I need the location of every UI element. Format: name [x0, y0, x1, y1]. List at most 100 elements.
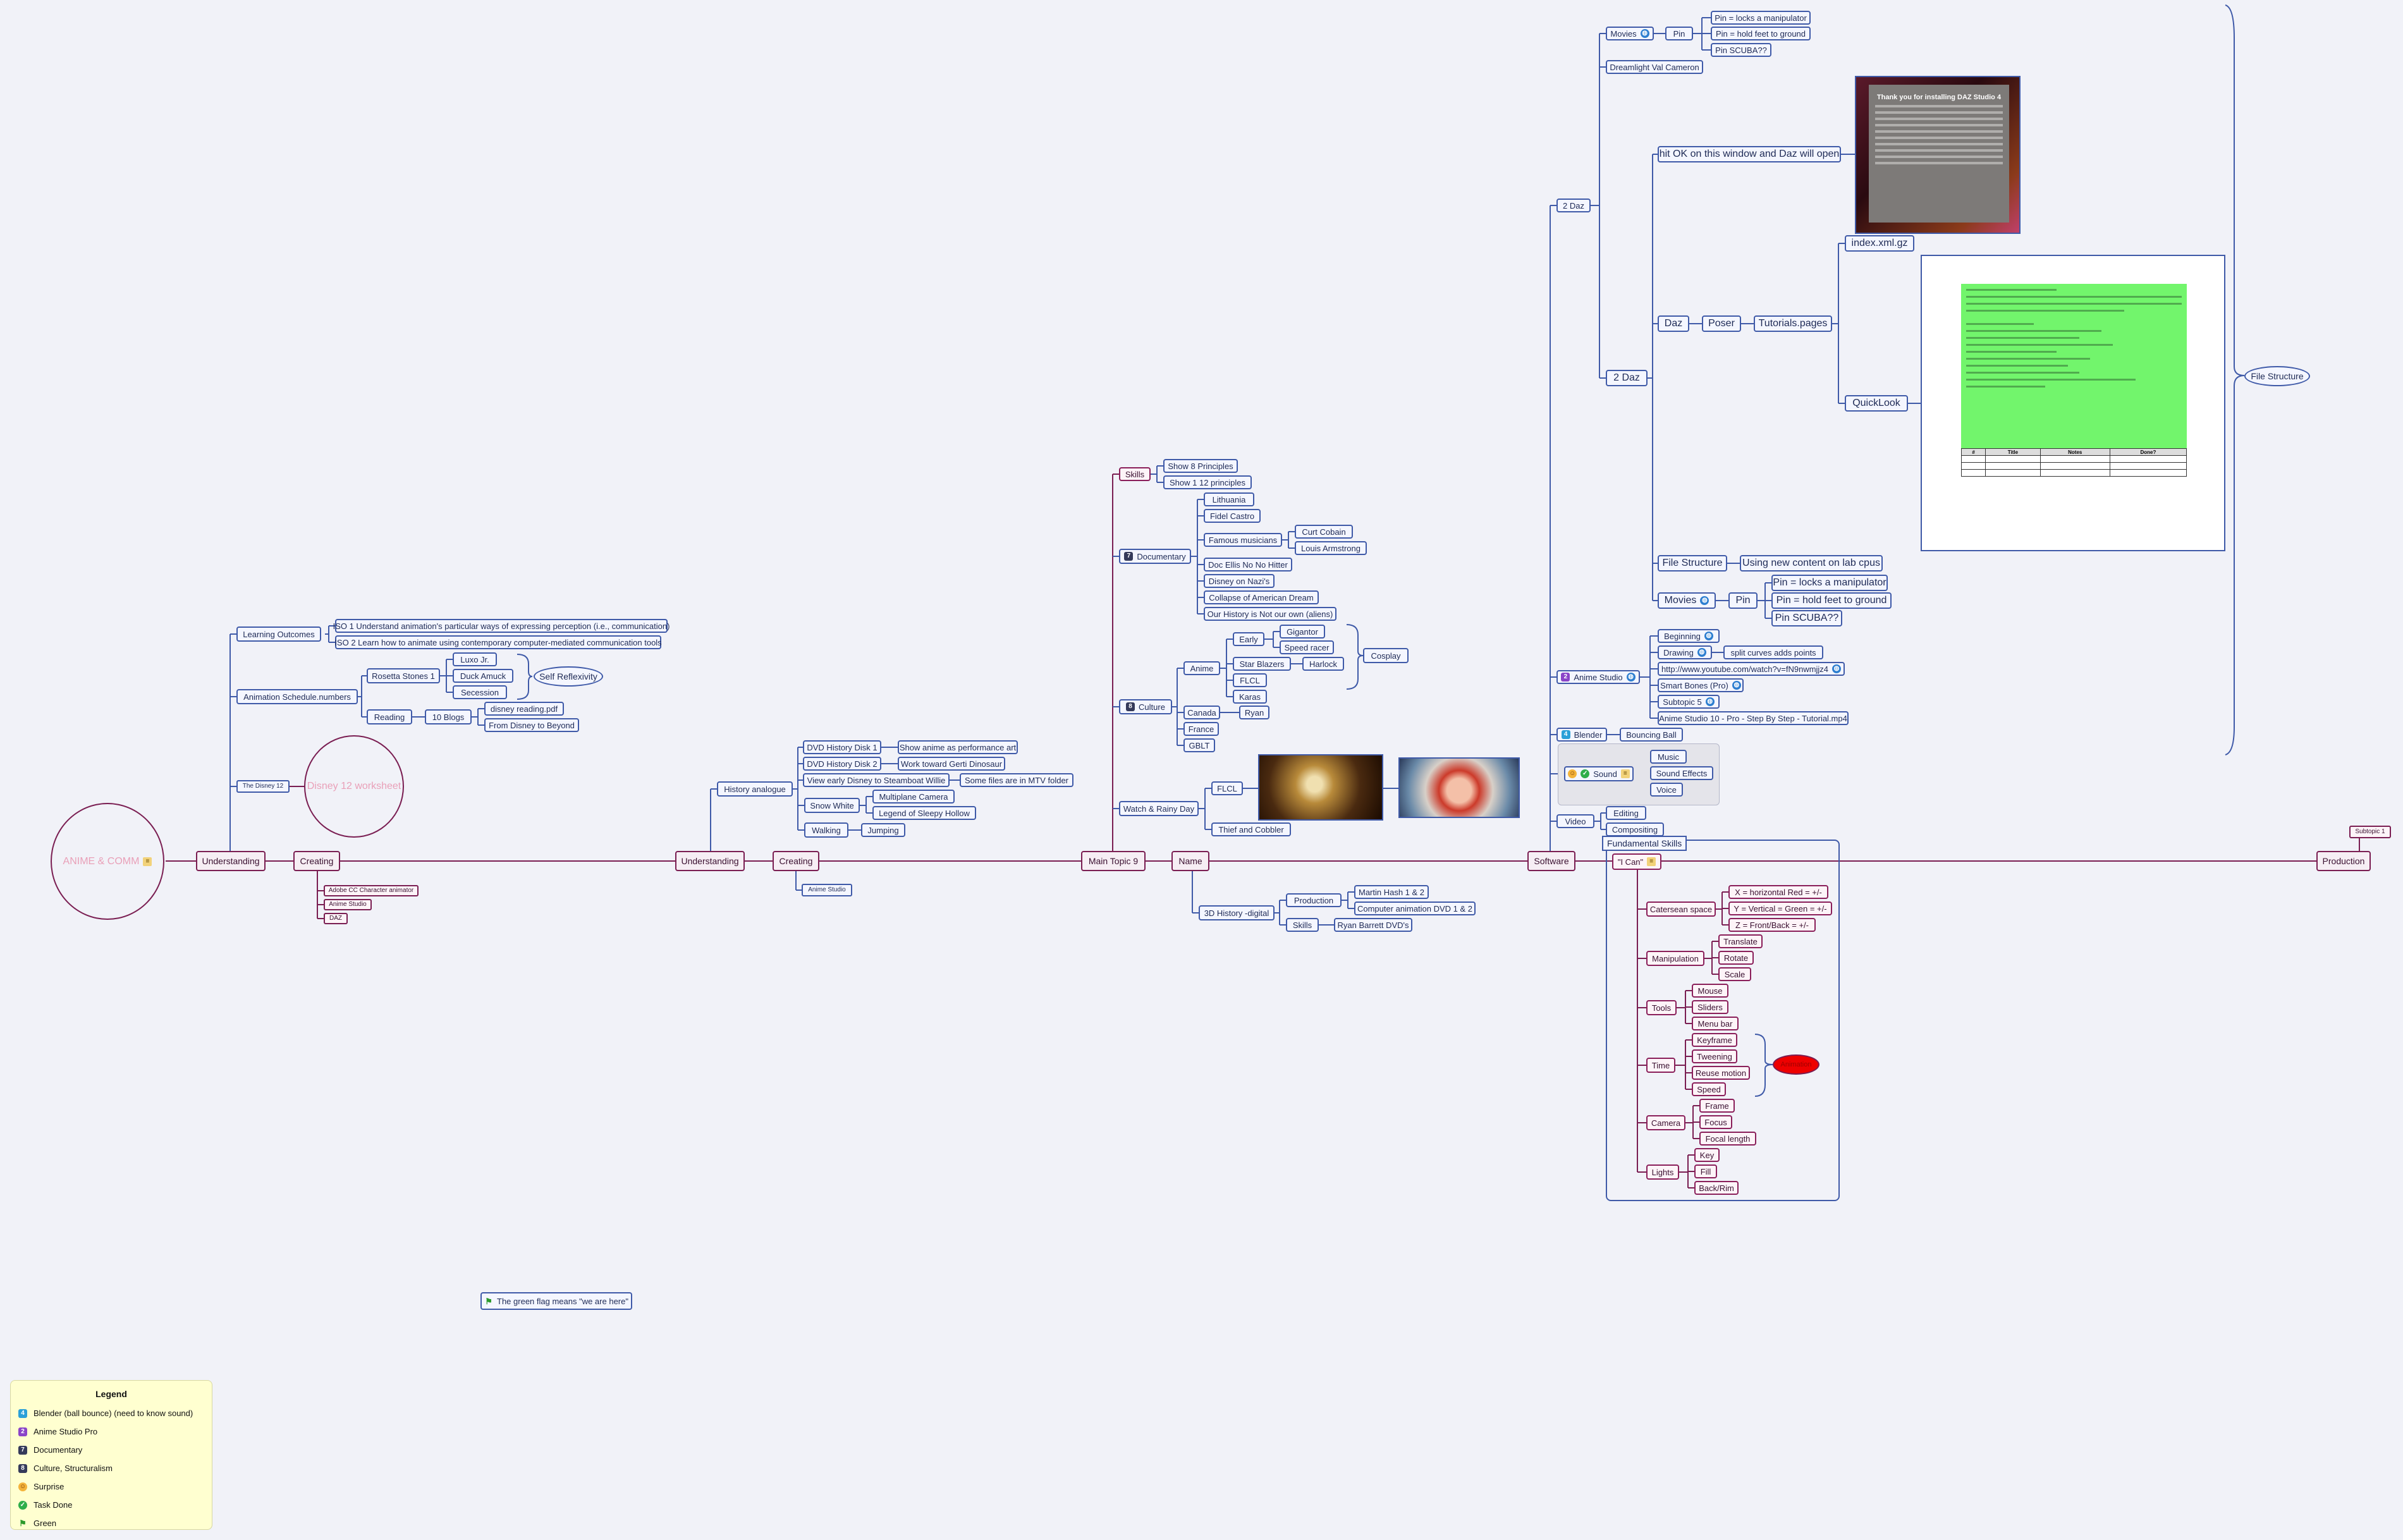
- curt-cobain[interactable]: Curt Cobain: [1295, 525, 1353, 539]
- animation-tag[interactable]: Animation: [1773, 1054, 1819, 1075]
- history-analogue[interactable]: History analogue: [717, 781, 793, 797]
- movies-bottom[interactable]: Movies◍: [1658, 592, 1716, 609]
- focal-length[interactable]: Focal length: [1699, 1132, 1756, 1146]
- disney-on-nazis[interactable]: Disney on Nazi's: [1204, 574, 1275, 588]
- fidel-castro[interactable]: Fidel Castro: [1204, 509, 1261, 523]
- topic-understanding-mid[interactable]: Understanding: [675, 851, 745, 871]
- learning-outcomes[interactable]: Learning Outcomes: [236, 626, 321, 642]
- reuse-motion[interactable]: Reuse motion: [1692, 1066, 1750, 1080]
- disney-reading[interactable]: disney reading.pdf: [484, 702, 564, 716]
- ten-blogs[interactable]: 10 Blogs: [425, 709, 472, 724]
- show-8-principles[interactable]: Show 8 Principles: [1163, 459, 1238, 473]
- louis-armstrong[interactable]: Louis Armstrong: [1295, 541, 1367, 555]
- pin-top-feet[interactable]: Pin = hold feet to ground: [1711, 27, 1811, 40]
- snow-white[interactable]: Snow White: [804, 798, 860, 813]
- pin-bottom-feet[interactable]: Pin = hold feet to ground: [1771, 592, 1892, 609]
- gblt[interactable]: GBLT: [1183, 738, 1215, 752]
- voice[interactable]: Voice: [1650, 783, 1683, 797]
- cosplay[interactable]: Cosplay: [1363, 648, 1409, 663]
- two-daz[interactable]: 2 Daz: [1606, 370, 1648, 386]
- anime-studio-mid[interactable]: Anime Studio: [802, 884, 852, 896]
- dvd-history-1-note[interactable]: Show anime as performance art: [898, 740, 1018, 754]
- early-disney-note[interactable]: Some files are in MTV folder: [960, 773, 1073, 787]
- tweening[interactable]: Tweening: [1692, 1049, 1737, 1063]
- martin-hash[interactable]: Martin Hash 1 & 2: [1354, 885, 1429, 899]
- pin-top-locks[interactable]: Pin = locks a manipulator: [1711, 11, 1811, 25]
- skills-main9[interactable]: Skills: [1119, 467, 1151, 481]
- secession[interactable]: Secession: [453, 685, 507, 699]
- rotate[interactable]: Rotate: [1718, 951, 1754, 965]
- focus[interactable]: Focus: [1699, 1115, 1732, 1129]
- doc-ellis[interactable]: Doc Ellis No No Hitter: [1204, 558, 1292, 571]
- computer-animation-dvd[interactable]: Computer animation DVD 1 & 2: [1354, 901, 1476, 915]
- flcl-culture[interactable]: FLCL: [1233, 673, 1267, 687]
- early[interactable]: Early: [1233, 632, 1264, 646]
- camera[interactable]: Camera: [1646, 1115, 1685, 1130]
- fill-light[interactable]: Fill: [1694, 1164, 1717, 1178]
- flcl-image-1[interactable]: [1258, 754, 1383, 821]
- walking[interactable]: Walking: [804, 822, 848, 838]
- harlock[interactable]: Harlock: [1302, 657, 1344, 671]
- rosetta-stones[interactable]: Rosetta Stones 1: [367, 668, 440, 683]
- translate[interactable]: Translate: [1718, 934, 1763, 948]
- karas[interactable]: Karas: [1233, 690, 1267, 704]
- central-topic[interactable]: ANIME & COMM ≡: [51, 803, 164, 920]
- mouse[interactable]: Mouse: [1692, 984, 1728, 998]
- production-subtopic[interactable]: Subtopic 1: [2349, 826, 2391, 838]
- topic-understanding-left[interactable]: Understanding: [196, 851, 266, 871]
- file-structure[interactable]: File Structure: [1658, 555, 1727, 571]
- daz[interactable]: Daz: [1658, 315, 1689, 332]
- pin-bottom-scuba[interactable]: Pin SCUBA??: [1771, 610, 1842, 626]
- luxo-jr[interactable]: Luxo Jr.: [453, 652, 497, 666]
- speed[interactable]: Speed: [1692, 1082, 1726, 1096]
- from-disney-to-beyond[interactable]: From Disney to Beyond: [484, 718, 579, 732]
- frame[interactable]: Frame: [1699, 1099, 1735, 1113]
- self-reflexivity[interactable]: Self Reflexivity: [534, 666, 603, 687]
- legend-sleepy-hollow[interactable]: Legend of Sleepy Hollow: [872, 806, 976, 820]
- fundamental-skills-title[interactable]: Fundamental Skills: [1602, 836, 1687, 851]
- early-disney[interactable]: View early Disney to Steamboat Willie: [803, 773, 950, 787]
- topic-creating-left[interactable]: Creating: [293, 851, 340, 871]
- tools[interactable]: Tools: [1646, 1000, 1677, 1015]
- thief-and-cobbler[interactable]: Thief and Cobbler: [1211, 822, 1291, 836]
- animation-schedule[interactable]: Animation Schedule.numbers: [236, 689, 358, 704]
- topic-production[interactable]: Production: [2316, 851, 2371, 871]
- video[interactable]: Video: [1556, 814, 1594, 828]
- history-3d[interactable]: 3D History -digital: [1199, 905, 1275, 920]
- editing[interactable]: Editing: [1606, 806, 1646, 820]
- topic-name[interactable]: Name: [1171, 851, 1209, 871]
- key-light[interactable]: Key: [1694, 1148, 1720, 1162]
- anime[interactable]: Anime: [1183, 661, 1220, 675]
- x-horizontal[interactable]: X = horizontal Red = +/-: [1728, 885, 1828, 899]
- file-structure-ellipse[interactable]: File Structure: [2244, 366, 2310, 386]
- sliders[interactable]: Sliders: [1692, 1000, 1728, 1014]
- iso-2[interactable]: ISO 2 Learn how to animate using contemp…: [334, 635, 662, 649]
- index-xml[interactable]: index.xml.gz: [1845, 235, 1914, 252]
- dvd-history-2-note[interactable]: Work toward Gerti Dinosaur: [898, 757, 1005, 771]
- y-vertical[interactable]: Y = Vertical = Green = +/-: [1728, 901, 1832, 915]
- production-name[interactable]: Production: [1286, 893, 1342, 907]
- back-rim-light[interactable]: Back/Rim: [1694, 1181, 1739, 1195]
- show-12-principles[interactable]: Show 1 12 principles: [1163, 475, 1252, 489]
- green-flag-note[interactable]: ⚑The green flag means "we are here": [480, 1292, 632, 1310]
- music[interactable]: Music: [1650, 750, 1687, 764]
- movies-top[interactable]: Movies◍: [1606, 27, 1654, 40]
- the-disney-12[interactable]: The Disney 12: [236, 780, 290, 793]
- anime-studio-tutorial[interactable]: Anime Studio 10 - Pro - Step By Step - T…: [1658, 711, 1849, 725]
- youtube-link[interactable]: http://www.youtube.com/watch?v=fN9nwmjjz…: [1658, 662, 1845, 676]
- lithuania[interactable]: Lithuania: [1204, 492, 1254, 506]
- menu-bar[interactable]: Menu bar: [1692, 1017, 1739, 1030]
- topic-main9[interactable]: Main Topic 9: [1081, 851, 1146, 871]
- topic-software[interactable]: Software: [1527, 851, 1575, 871]
- multiplane-camera[interactable]: Multiplane Camera: [872, 790, 955, 804]
- split-curves[interactable]: split curves adds points: [1723, 645, 1823, 659]
- iso-1[interactable]: ISO 1 Understand animation's particular …: [333, 619, 670, 633]
- gigantor[interactable]: Gigantor: [1280, 625, 1325, 639]
- tutorials-pages[interactable]: Tutorials.pages: [1754, 315, 1832, 332]
- sound-effects[interactable]: Sound Effects: [1650, 766, 1713, 780]
- topic-creating-mid[interactable]: Creating: [773, 851, 819, 871]
